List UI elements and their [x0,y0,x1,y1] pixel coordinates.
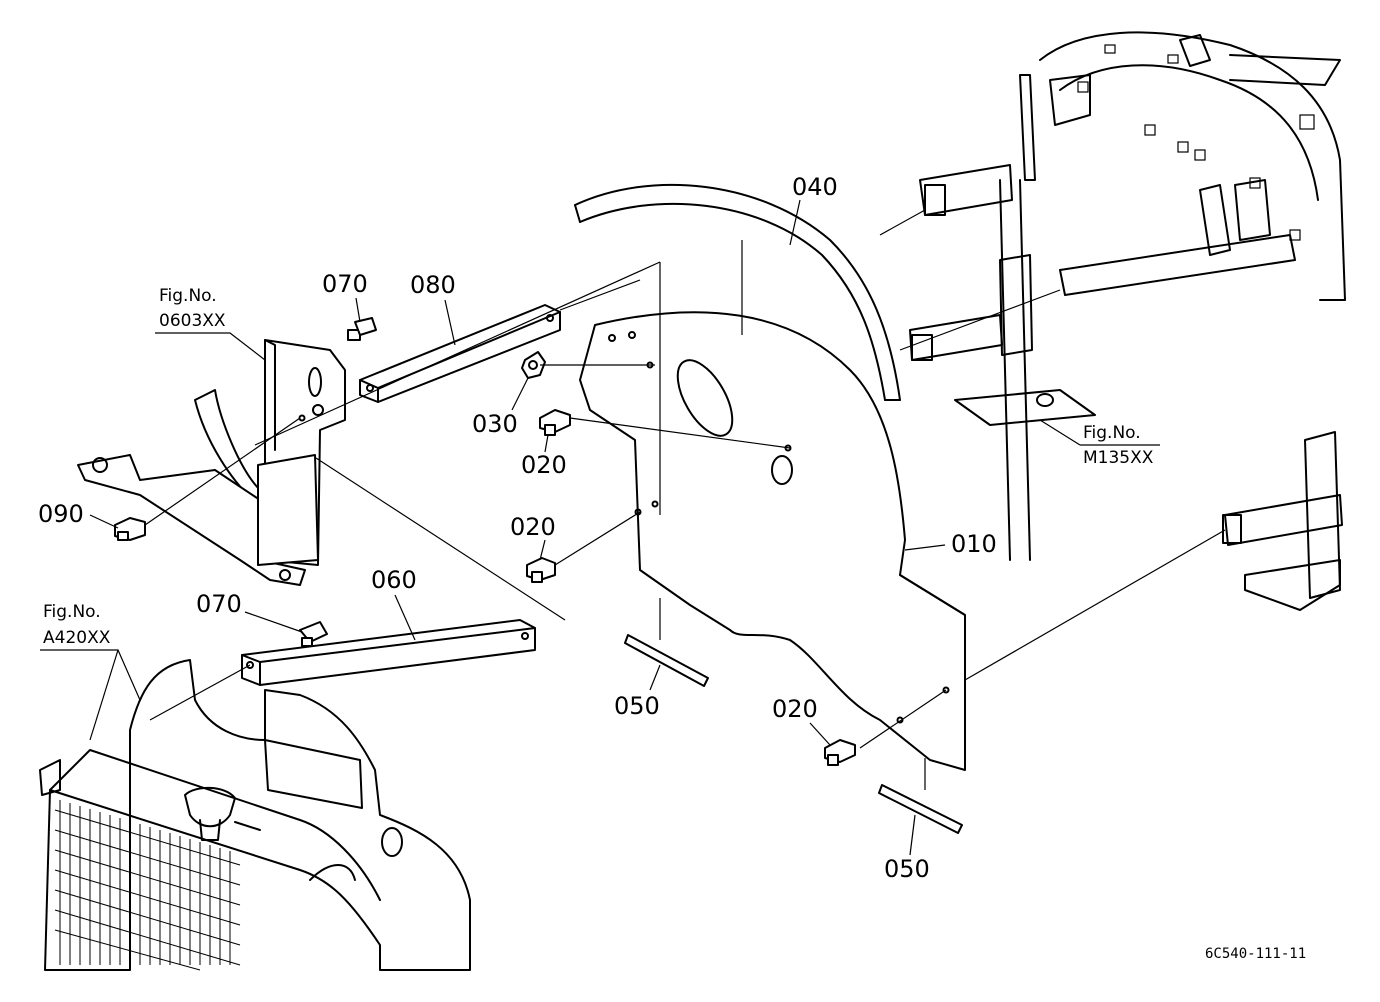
label-040: 040 [792,173,838,201]
part-060-stay [241,619,536,686]
bolt-020-a [539,409,571,436]
label-050-left: 050 [614,692,660,720]
label-020-a: 020 [521,451,567,479]
assembly-lines [144,209,1226,790]
radiator-assembly [39,659,471,971]
drawing-code: 6C540-111-11 [1205,946,1306,962]
bolt-020-b [526,557,556,583]
bolt-090 [114,517,146,541]
bolt-070-lower [299,621,328,647]
strip-050-left [624,634,709,687]
part-040-trim [574,183,901,401]
part-labels: 040 080 070 030 020 020 010 060 070 090 … [38,173,997,883]
label-020-c: 020 [772,695,818,723]
label-090: 090 [38,500,84,528]
label-030: 030 [472,410,518,438]
fasteners [114,317,963,834]
front-frame [909,31,1346,611]
label-060: 060 [371,566,417,594]
label-070-lower: 070 [196,590,242,618]
nut-030 [521,351,546,379]
ref-m135-prefix: Fig.No. [1083,423,1141,443]
label-020-b: 020 [510,513,556,541]
callout-leaders [40,199,1160,856]
ref-m135-code: M135XX [1083,448,1154,468]
ref-a420-code: A420XX [43,628,111,648]
label-080: 080 [410,271,456,299]
label-050-right: 050 [884,855,930,883]
part-080-stay [359,304,561,403]
bolt-020-c [824,739,856,766]
radiator-grille [54,800,241,971]
ref-a420-prefix: Fig.No. [43,602,101,622]
strip-050-right [878,784,963,834]
bolt-070-upper [347,317,377,341]
label-010: 010 [951,530,997,558]
ref-0603-prefix: Fig.No. [159,286,217,306]
label-070-upper: 070 [322,270,368,298]
left-bracket-assembly [77,339,346,586]
figure-references: Fig.No. 0603XX Fig.No. A420XX Fig.No. M1… [43,286,1154,648]
part-010-shroud-panel [579,311,966,771]
ref-0603-code: 0603XX [159,311,226,331]
